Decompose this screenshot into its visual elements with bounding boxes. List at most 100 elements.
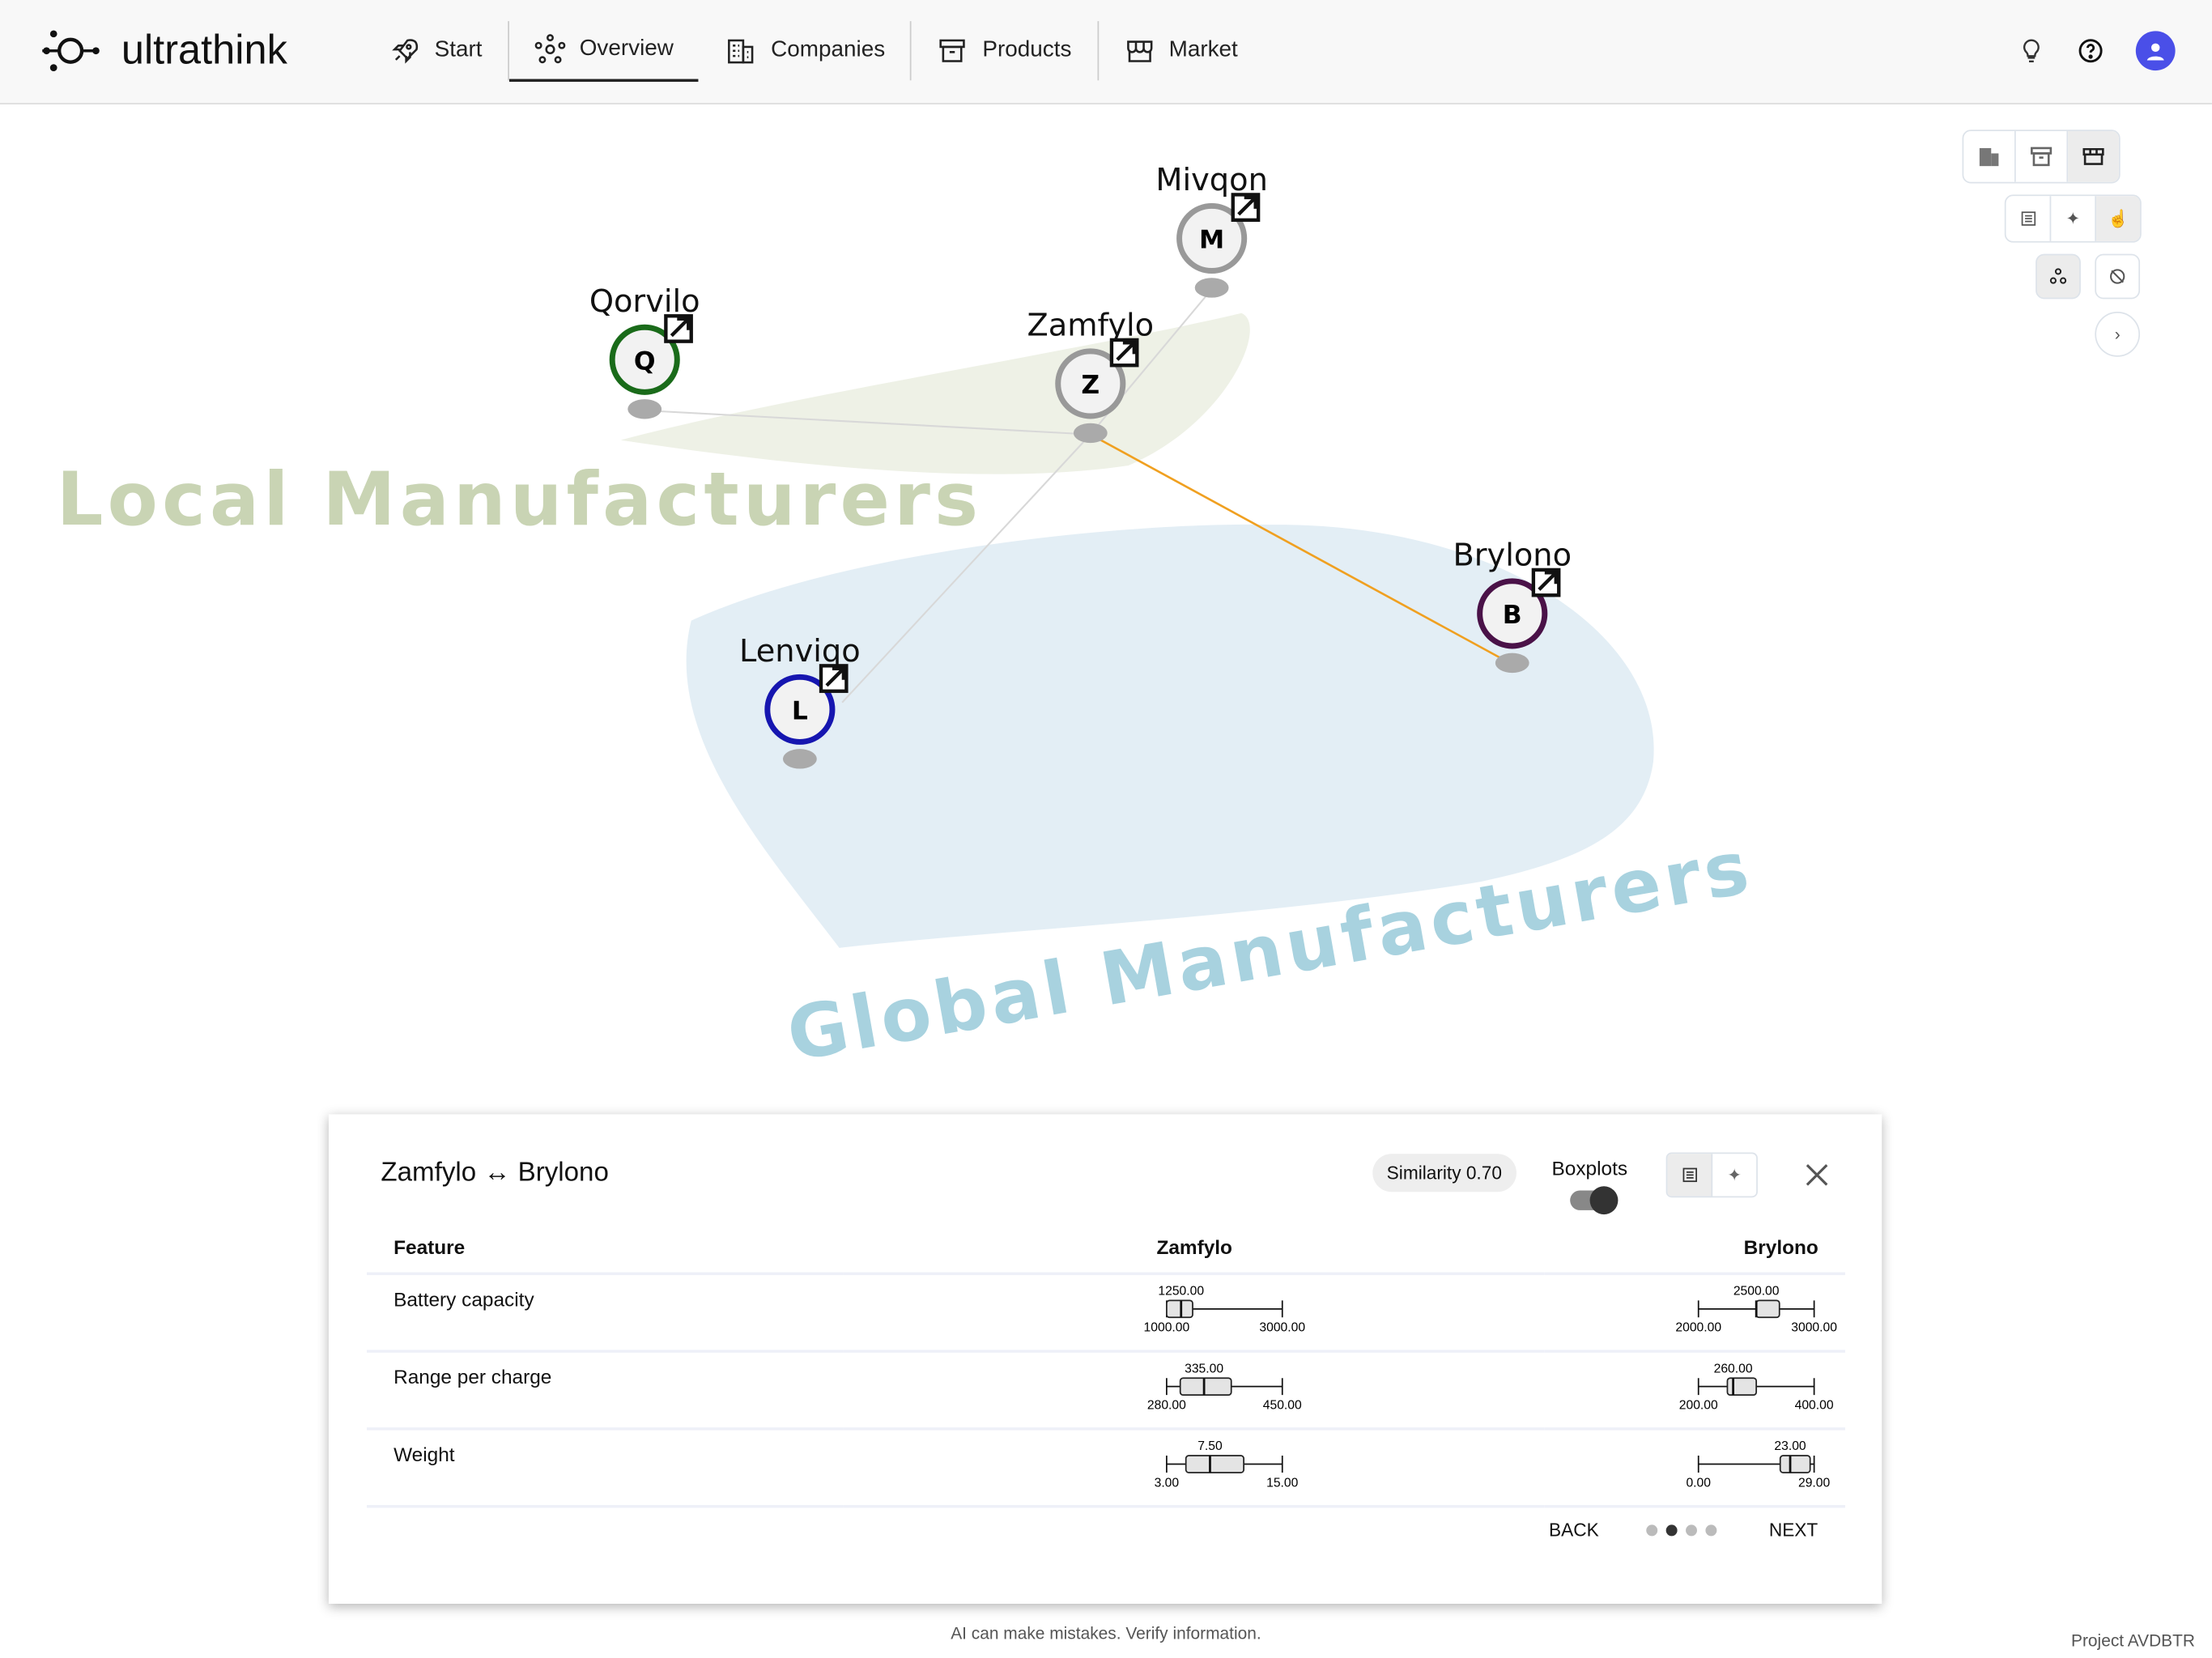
median-label: 23.00 <box>1774 1439 1806 1453</box>
panel-view-toggle: ✦ <box>1665 1152 1758 1198</box>
iqr-box <box>1779 1455 1811 1473</box>
logo[interactable]: ultrathink <box>40 25 287 76</box>
min-label: 1000.00 <box>1144 1321 1190 1335</box>
median-label: 7.50 <box>1197 1439 1223 1453</box>
node-brylono[interactable]: B Brylono <box>1453 538 1572 674</box>
node-circle[interactable] <box>1055 348 1126 419</box>
similarity-badge: Similarity 0.70 <box>1372 1154 1516 1192</box>
storefront-icon <box>1126 40 1152 62</box>
cluster-label-local: Local Manufacturers <box>57 457 983 542</box>
logo-icon <box>42 30 100 71</box>
node-label: Mivqon <box>1155 162 1267 198</box>
pointer-mode-button[interactable]: ☝ <box>2096 196 2141 241</box>
page-dot[interactable] <box>1705 1524 1717 1537</box>
open-external-icon[interactable] <box>819 664 849 693</box>
column-header-b: Brylono <box>1545 1221 1845 1276</box>
max-label: 400.00 <box>1795 1399 1834 1413</box>
sparkle-icon: ✦ <box>1727 1165 1742 1185</box>
boxplots-toggle[interactable] <box>1570 1186 1619 1215</box>
feature-name: Battery capacity <box>366 1273 844 1353</box>
node-pin[interactable] <box>1194 278 1229 298</box>
next-button[interactable]: NEXT <box>1768 1519 1819 1541</box>
edge-qorvilo-zamfylo[interactable] <box>644 409 1091 436</box>
node-circle[interactable] <box>1176 202 1248 274</box>
archive-box-icon <box>2031 147 2052 167</box>
node-circle[interactable] <box>609 324 680 395</box>
close-icon[interactable] <box>1804 1163 1829 1188</box>
products-view-button[interactable] <box>2016 131 2069 182</box>
median-label: 1250.00 <box>1158 1284 1204 1298</box>
edge-zamfylo-brylono[interactable] <box>1090 433 1513 665</box>
median-label: 2500.00 <box>1733 1284 1780 1298</box>
open-external-icon[interactable] <box>1109 338 1139 368</box>
node-initial: L <box>792 697 808 726</box>
clusters-icon <box>2037 255 2079 297</box>
building-icon <box>1979 147 1999 167</box>
nav-overview[interactable]: Overview <box>508 19 700 83</box>
node-pin[interactable] <box>627 399 662 419</box>
open-external-icon[interactable] <box>664 314 693 343</box>
chevron-right-icon: › <box>2114 324 2121 345</box>
min-label: 0.00 <box>1686 1476 1711 1490</box>
page-dot[interactable] <box>1686 1524 1697 1537</box>
market-view-button[interactable] <box>2068 131 2119 182</box>
open-external-icon[interactable] <box>1531 568 1561 597</box>
node-initial: B <box>1503 601 1522 630</box>
max-label: 450.00 <box>1263 1399 1302 1413</box>
ai-disclaimer: AI can make mistakes. Verify information… <box>951 1623 1261 1643</box>
iqr-box <box>1726 1377 1758 1397</box>
help-icon[interactable] <box>2077 36 2105 65</box>
panel-title: Zamfylo ↔ Brylono <box>381 1158 609 1188</box>
max-label: 3000.00 <box>1791 1321 1837 1335</box>
node-label: Brylono <box>1453 538 1572 574</box>
open-external-icon[interactable] <box>1231 193 1261 222</box>
sparkle-icon: ✦ <box>2065 208 2081 229</box>
page-dots <box>1646 1524 1717 1537</box>
edge-zamfylo-lenviqo[interactable] <box>841 433 1091 704</box>
nav-start[interactable]: Start <box>364 21 509 81</box>
nav-companies[interactable]: Companies <box>700 21 912 81</box>
user-avatar-icon[interactable] <box>2135 31 2176 71</box>
node-pin[interactable] <box>1073 423 1108 444</box>
table-view-button[interactable] <box>1667 1154 1713 1197</box>
ai-mode-button[interactable]: ✦ <box>2051 196 2097 241</box>
node-pin[interactable] <box>782 749 817 769</box>
ai-view-button[interactable]: ✦ <box>1712 1154 1756 1196</box>
nav-products[interactable]: Products <box>912 21 1099 81</box>
companies-view-button[interactable] <box>1963 131 2016 182</box>
node-circle[interactable] <box>764 674 836 745</box>
max-label: 15.00 <box>1266 1476 1299 1490</box>
lightbulb-icon[interactable] <box>2017 36 2045 65</box>
column-header-feature: Feature <box>366 1221 844 1276</box>
nav-label: Start <box>434 38 483 62</box>
node-initial: Z <box>1081 371 1100 400</box>
back-button[interactable]: BACK <box>1549 1519 1599 1541</box>
node-pin[interactable] <box>1495 653 1529 674</box>
expand-sidebar-button[interactable]: › <box>2095 312 2141 357</box>
storefront-icon <box>2082 147 2104 165</box>
network-graph[interactable]: Local Manufacturers Global Manufacturers… <box>0 104 2212 1106</box>
min-label: 3.00 <box>1155 1476 1180 1490</box>
list-icon <box>1682 1167 1697 1183</box>
hide-button[interactable] <box>2095 253 2141 300</box>
page-dot[interactable] <box>1646 1524 1658 1537</box>
hand-pointer-icon: ☝ <box>2108 208 2129 229</box>
iqr-box <box>1166 1299 1193 1319</box>
min-label: 200.00 <box>1679 1399 1718 1413</box>
list-mode-button[interactable] <box>2006 196 2052 241</box>
nav-market[interactable]: Market <box>1098 21 1263 80</box>
page-dot[interactable] <box>1665 1524 1678 1537</box>
cluster-toggle-button[interactable] <box>2035 253 2081 300</box>
node-label: Qorvilo <box>589 283 700 320</box>
cluster-global-area <box>686 524 1654 948</box>
node-circle[interactable] <box>1477 578 1548 649</box>
hide-icon <box>2096 255 2138 297</box>
